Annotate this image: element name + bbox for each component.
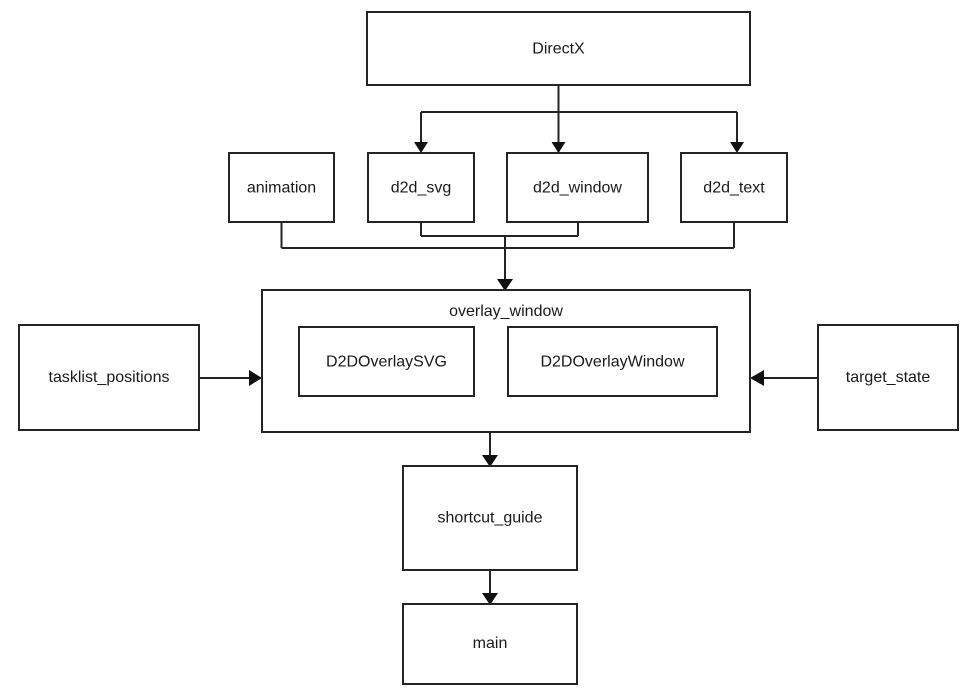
arrowhead-to-main: [482, 593, 498, 605]
edge-overlay_window-to-shortcut_guide: [482, 432, 498, 467]
edge-tasklist_positions-to-overlay_window: [199, 370, 262, 386]
arrowhead-to-shortcut_guide: [482, 455, 498, 467]
node-d2d_window[interactable]: d2d_window: [506, 152, 649, 223]
node-d2d_text-rect[interactable]: [680, 152, 788, 223]
node-d2d_overlay_window[interactable]: D2DOverlayWindow: [507, 326, 718, 397]
node-tasklist_positions[interactable]: tasklist_positions: [18, 324, 200, 431]
arrowhead-to-overlay_window-right: [750, 370, 764, 386]
node-d2d_overlay_svg[interactable]: D2DOverlaySVG: [298, 326, 475, 397]
node-d2d_overlay_svg-rect[interactable]: [298, 326, 475, 397]
node-d2d_text[interactable]: d2d_text: [680, 152, 788, 223]
edge-shortcut_guide-to-main: [482, 570, 498, 605]
node-directx-rect[interactable]: [366, 11, 751, 86]
node-main[interactable]: main: [402, 603, 578, 685]
edge-row2-to-overlay_window-group: [280, 222, 735, 291]
edge-layer: [199, 85, 818, 605]
node-animation-rect[interactable]: [228, 152, 335, 223]
node-target_state-rect[interactable]: [817, 324, 959, 431]
node-d2d_window-rect[interactable]: [506, 152, 649, 223]
node-animation[interactable]: animation: [228, 152, 335, 223]
node-d2d_svg-rect[interactable]: [367, 152, 475, 223]
edge-target_state-to-overlay_window: [750, 370, 818, 386]
node-directx[interactable]: DirectX: [366, 11, 751, 86]
arrowhead-to-overlay_window-left: [249, 370, 262, 386]
node-target_state[interactable]: target_state: [817, 324, 959, 431]
node-shortcut_guide[interactable]: shortcut_guide: [402, 465, 578, 571]
arrowhead-to-d2d_svg: [414, 142, 428, 153]
node-main-rect[interactable]: [402, 603, 578, 685]
node-shortcut_guide-rect[interactable]: [402, 465, 578, 571]
arrowhead-to-d2d_window: [551, 142, 566, 153]
node-d2d_svg[interactable]: d2d_svg: [367, 152, 475, 223]
edge-directx-to-d2d-group: [414, 85, 744, 153]
node-tasklist_positions-rect[interactable]: [18, 324, 200, 431]
arrowhead-to-overlay_window-top: [497, 279, 513, 291]
arrowhead-to-d2d_text: [730, 142, 744, 153]
node-d2d_overlay_window-rect[interactable]: [507, 326, 718, 397]
